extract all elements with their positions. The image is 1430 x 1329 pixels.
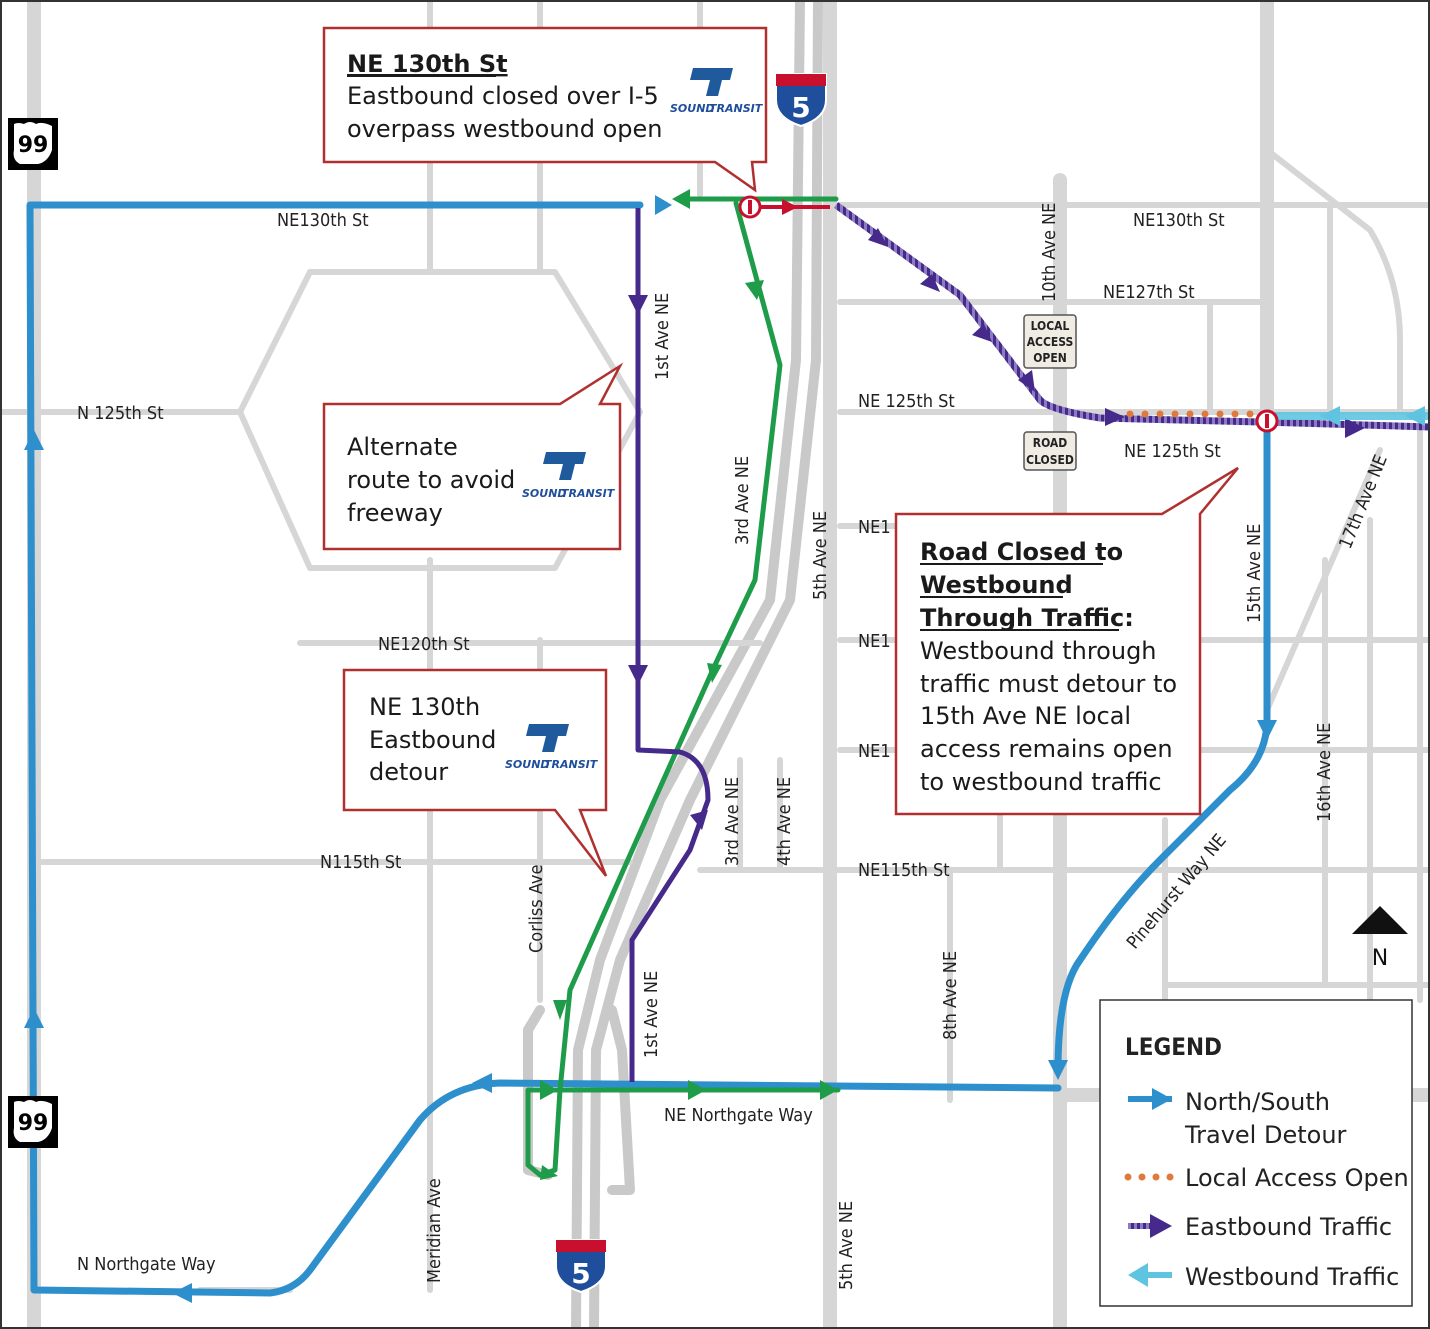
svg-text:Road Closed to: Road Closed to	[920, 538, 1123, 566]
svg-text:ROAD: ROAD	[1033, 436, 1068, 450]
svg-text:Westbound Traffic: Westbound Traffic	[1185, 1263, 1399, 1291]
callout-eastbound-detour: NE 130th Eastbound detour SOUND TRANSIT	[342, 668, 608, 877]
westbound-traffic-path	[1275, 406, 1430, 426]
green-arrows	[540, 189, 838, 1180]
label-15th-ave: 15th Ave NE	[1244, 524, 1265, 623]
label-10th-ave: 10th Ave NE	[1039, 203, 1060, 302]
svg-text:CLOSED: CLOSED	[1026, 453, 1074, 467]
svg-text:freeway: freeway	[347, 499, 443, 527]
svg-text:Eastbound closed over I-5: Eastbound closed over I-5	[347, 82, 659, 110]
svg-text:ACCESS: ACCESS	[1027, 335, 1074, 349]
sound-transit-logo: SOUND TRANSIT	[522, 452, 616, 500]
svg-text:Eastbound: Eastbound	[369, 726, 496, 754]
label-16th-ave: 16th Ave NE	[1314, 723, 1335, 822]
sound-transit-logo: SOUND TRANSIT	[670, 68, 764, 115]
label-ne120: NE120th St	[378, 634, 470, 655]
closed-segment	[752, 199, 830, 215]
label-ne125-upper: NE 125th St	[858, 391, 955, 412]
svg-text:SOUND: SOUND	[522, 487, 567, 500]
svg-text:to westbound traffic: to westbound traffic	[920, 768, 1162, 796]
svg-text:Westbound: Westbound	[920, 571, 1073, 599]
label-n115: N115th St	[320, 852, 401, 873]
svg-text:99: 99	[18, 133, 49, 158]
svg-text:TRANSIT: TRANSIT	[709, 102, 764, 115]
svg-text:Alternate: Alternate	[347, 433, 458, 461]
sr99-shield-north: 99	[8, 118, 58, 170]
svg-text:5: 5	[571, 1257, 590, 1290]
purple-arrows	[628, 295, 708, 830]
svg-text:OPEN: OPEN	[1033, 351, 1067, 365]
svg-text:Local Access Open: Local Access Open	[1185, 1164, 1409, 1192]
sound-transit-logo: SOUND TRANSIT	[505, 724, 599, 771]
legend-item-westbound: Westbound Traffic	[1128, 1263, 1399, 1291]
label-ne-partial-1: NE1	[858, 517, 891, 538]
eastbound-traffic-path	[833, 202, 1430, 431]
legend-item-local-access: Local Access Open	[1124, 1164, 1409, 1192]
sr99-shield-south: 99	[8, 1096, 58, 1148]
svg-text:5: 5	[791, 91, 810, 124]
label-ne-partial-2: NE1	[858, 631, 891, 652]
label-pinehurst: Pinehurst Way NE	[1123, 830, 1231, 953]
label-1st-ave-north: 1st Ave NE	[652, 293, 673, 380]
local-access-open-segment	[1126, 410, 1254, 418]
svg-text:99: 99	[18, 1111, 49, 1136]
label-ne130-left: NE130th St	[277, 210, 369, 231]
callout-road-closed: Road Closed to Westbound Through Traffic…	[894, 466, 1239, 816]
callout-alternate-route: Alternate route to avoid freeway SOUND T…	[322, 362, 624, 551]
eastbound-arrows	[868, 228, 1365, 438]
label-8th-ave: 8th Ave NE	[940, 951, 961, 1040]
label-3rd-ave-north: 3rd Ave NE	[732, 456, 753, 545]
svg-text:SOUND: SOUND	[505, 758, 550, 771]
closure-icon-ne130	[738, 195, 762, 219]
label-4th-ave: 4th Ave NE	[774, 777, 795, 866]
svg-text:Eastbound Traffic: Eastbound Traffic	[1185, 1213, 1392, 1241]
label-ne-partial-3: NE1	[858, 741, 891, 762]
legend-item-eastbound: Eastbound Traffic	[1128, 1213, 1392, 1241]
svg-text:SOUND: SOUND	[670, 102, 715, 115]
svg-text:15th Ave NE local: 15th Ave NE local	[920, 702, 1131, 730]
svg-text:traffic must detour to: traffic must detour to	[920, 670, 1177, 698]
label-ne115: NE115th St	[858, 860, 950, 881]
label-1st-ave-south: 1st Ave NE	[641, 971, 662, 1058]
label-n-northgate: N Northgate Way	[77, 1254, 216, 1275]
label-meridian: Meridian Ave	[424, 1178, 445, 1283]
label-5th-ave-south: 5th Ave NE	[836, 1201, 857, 1290]
north-arrow: N	[1352, 906, 1408, 971]
svg-text:detour: detour	[369, 758, 448, 786]
svg-text:Through Traffic:: Through Traffic:	[920, 604, 1134, 632]
label-ne-northgate: NE Northgate Way	[664, 1105, 813, 1126]
svg-text:overpass westbound open: overpass westbound open	[347, 115, 663, 143]
local-access-open-sign: LOCAL ACCESS OPEN	[1023, 314, 1077, 369]
legend: LEGEND North/South Travel Detour Local A…	[1099, 999, 1413, 1307]
label-5th-ave-north: 5th Ave NE	[810, 511, 831, 600]
label-ne125-lower: NE 125th St	[1124, 441, 1221, 462]
svg-text:LOCAL: LOCAL	[1031, 319, 1070, 333]
north-south-detour-route	[26, 201, 1271, 1297]
legend-item-north-south: North/South Travel Detour	[1128, 1088, 1347, 1149]
i5-shield-north: 5	[775, 73, 827, 128]
svg-text:NE 130th: NE 130th	[369, 693, 480, 721]
label-corliss: Corliss Ave	[526, 865, 547, 953]
svg-text:North/South: North/South	[1185, 1088, 1330, 1116]
i5-shield-south: 5	[555, 1239, 607, 1294]
label-17th-ave: 17th Ave NE	[1335, 452, 1392, 552]
callout-ne130-closed: NE 130th St Eastbound closed over I-5 ov…	[322, 26, 768, 193]
label-ne130-right: NE130th St	[1133, 210, 1225, 231]
svg-text:TRANSIT: TRANSIT	[561, 487, 616, 500]
closure-icon-ne125	[1255, 409, 1279, 433]
label-ne127: NE127th St	[1103, 282, 1195, 303]
svg-text:TRANSIT: TRANSIT	[544, 758, 599, 771]
road-closed-sign: ROAD CLOSED	[1023, 431, 1077, 471]
svg-text:route to avoid: route to avoid	[347, 466, 515, 494]
svg-text:Westbound through: Westbound through	[920, 637, 1157, 665]
label-3rd-ave-south: 3rd Ave NE	[722, 777, 743, 866]
callout-ne130-title: NE 130th St	[347, 50, 508, 78]
svg-text:Travel Detour: Travel Detour	[1184, 1121, 1347, 1149]
svg-text:N: N	[1372, 946, 1388, 971]
svg-text:access remains open: access remains open	[920, 735, 1173, 763]
svg-text:LEGEND: LEGEND	[1125, 1033, 1222, 1061]
label-n125: N 125th St	[77, 403, 164, 424]
